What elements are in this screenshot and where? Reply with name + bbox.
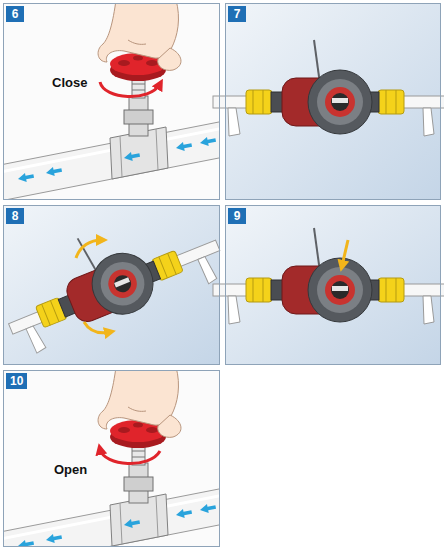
step-panel: 8 <box>3 205 220 365</box>
water-meter-tilted <box>0 191 230 359</box>
water-meter <box>213 228 444 324</box>
step-number: 9 <box>228 208 246 224</box>
step-panel: 6 <box>3 3 220 200</box>
action-label: Open <box>54 462 87 477</box>
step-number: 8 <box>6 208 24 224</box>
step-panel: 9 <box>225 205 441 365</box>
step-panel: 10 <box>3 370 220 547</box>
step-number: 6 <box>6 6 24 22</box>
water-meter <box>213 40 444 136</box>
step-number: 7 <box>228 6 246 22</box>
valve-close <box>3 3 220 200</box>
valve-open <box>3 370 220 547</box>
step-panel: 7 <box>225 3 441 200</box>
action-label: Close <box>52 75 87 90</box>
step-number: 10 <box>6 373 27 389</box>
